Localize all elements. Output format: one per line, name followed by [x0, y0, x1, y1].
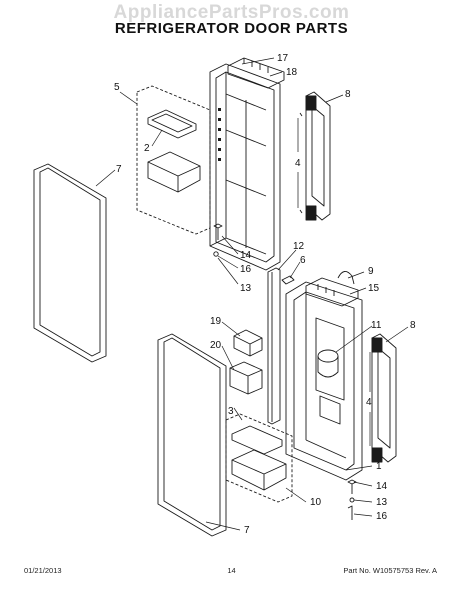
watermark: AppliancePartsPros.com: [113, 2, 350, 23]
callout-8-lower: 8: [410, 320, 416, 331]
callout-19: 19: [210, 316, 222, 327]
callout-11: 11: [371, 320, 382, 331]
page-title: REFRIGERATOR DOOR PARTS: [114, 20, 349, 37]
callout-numbers: 5 2 7 17 18 8 4 14 16 13 12 6 9 15 11 8 …: [114, 53, 416, 536]
callout-9: 9: [368, 266, 374, 277]
upper-door-cap: [227, 57, 285, 89]
callout-16-lower: 16: [376, 511, 388, 522]
dispenser-module: [317, 349, 339, 378]
part-6-clip: [281, 275, 295, 285]
lower-door-cap: [305, 277, 359, 307]
leader-lines: [95, 57, 409, 531]
footer-date: 01/21/2013: [24, 566, 62, 575]
door-trim-strip: [267, 267, 281, 425]
door-bin-upper: [147, 151, 201, 193]
lower-hinge-parts: [347, 479, 357, 520]
callout-7-upper: 7: [116, 164, 122, 175]
callout-10: 10: [310, 497, 322, 508]
bin-group-box-upper: [136, 85, 211, 235]
footer-page-number: 14: [227, 566, 236, 575]
callout-7-lower: 7: [244, 525, 250, 536]
upper-door-liner: [209, 63, 281, 271]
liner-studs: [218, 108, 221, 161]
callout-4-upper: 4: [295, 158, 301, 169]
door-shelf-lower: [231, 425, 283, 455]
lower-door-assembly: [285, 281, 363, 481]
callout-13-lower: 13: [376, 497, 388, 508]
bin-group-box-lower: [225, 413, 293, 503]
callout-3: 3: [228, 406, 234, 417]
callout-13-upper: 13: [240, 283, 252, 294]
callout-5: 5: [114, 82, 120, 93]
callout-16-upper: 16: [240, 264, 252, 275]
callout-18: 18: [286, 67, 298, 78]
door-bin-lower: [231, 449, 287, 491]
callout-17: 17: [277, 53, 289, 64]
bin-19: [233, 329, 263, 357]
callout-8-upper: 8: [345, 89, 351, 100]
wire-harness: [337, 271, 355, 285]
callout-20: 20: [210, 340, 222, 351]
door-gasket-lower: [157, 333, 227, 537]
callout-4-lower: 4: [366, 397, 372, 408]
callout-1: 1: [376, 461, 382, 472]
footer-part-number: Part No. W10575753 Rev. A: [343, 566, 437, 575]
callout-2: 2: [144, 143, 150, 154]
callout-12: 12: [293, 241, 305, 252]
upper-hinge-parts: [213, 112, 303, 257]
callout-6: 6: [300, 255, 306, 266]
handle-lower: [371, 333, 397, 463]
door-shelf-upper: [147, 109, 197, 139]
callout-15: 15: [368, 283, 380, 294]
door-gasket-upper: [33, 163, 107, 363]
callout-14-lower: 14: [376, 481, 388, 492]
bin-20: [229, 361, 263, 395]
callout-14-upper: 14: [240, 250, 252, 261]
handle-upper: [305, 91, 331, 221]
